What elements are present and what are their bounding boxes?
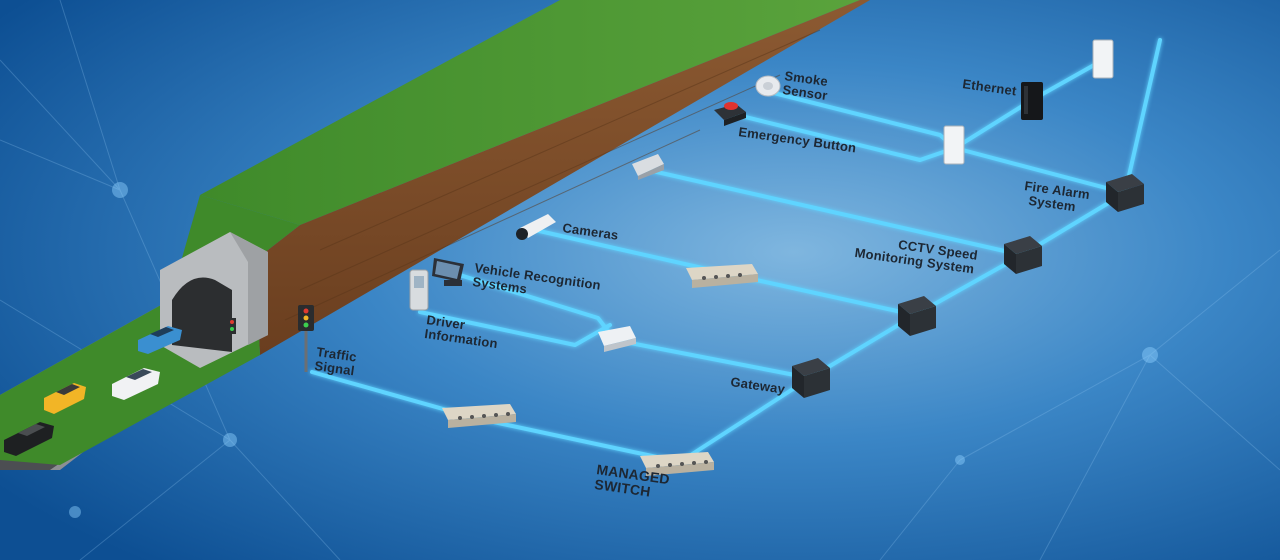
cctv-camera-device	[632, 154, 664, 180]
car-white	[112, 368, 160, 400]
mesh-nodes	[69, 182, 1158, 518]
link-driver-info	[418, 310, 612, 347]
car-yellow	[44, 383, 86, 414]
label-fire-alarm: Fire Alarm System	[1022, 178, 1095, 216]
label-smoke-sensor: Smoke Sensor	[782, 68, 833, 103]
access-point-1	[943, 125, 965, 165]
link-cctv	[646, 168, 1024, 257]
server-cameras	[898, 296, 936, 336]
server-cctv	[1004, 236, 1042, 274]
car-black	[4, 422, 54, 456]
camera-device	[516, 214, 556, 240]
driver-information-panel	[409, 269, 429, 311]
server-fire-alarm	[1106, 174, 1144, 212]
network-links	[310, 38, 1162, 464]
server-gateway	[792, 358, 830, 398]
soil-texture	[284, 29, 821, 321]
managed-switch-3	[686, 264, 758, 288]
access-point-2	[1092, 39, 1114, 79]
soil-face	[255, 0, 870, 355]
cars	[4, 326, 182, 456]
ethernet-device	[1021, 82, 1043, 120]
grass-top	[200, 0, 860, 225]
link-signal-switch-gateway	[310, 370, 812, 464]
emergency-button-device	[714, 102, 746, 126]
link-vehicle-recognition	[448, 270, 812, 380]
tunnel-portal	[160, 232, 268, 368]
managed-switch-2	[640, 452, 714, 476]
traffic-signal-device	[298, 305, 314, 372]
io-converter	[598, 326, 636, 352]
label-traffic-signal: Traffic Signal	[314, 344, 362, 379]
managed-switch-1	[442, 404, 516, 428]
link-fire-alarm	[953, 146, 1127, 195]
vehicle-recognition-display	[432, 258, 464, 286]
smoke-sensor-device	[755, 75, 781, 97]
car-blue	[138, 326, 182, 354]
link-emergency	[723, 110, 957, 162]
